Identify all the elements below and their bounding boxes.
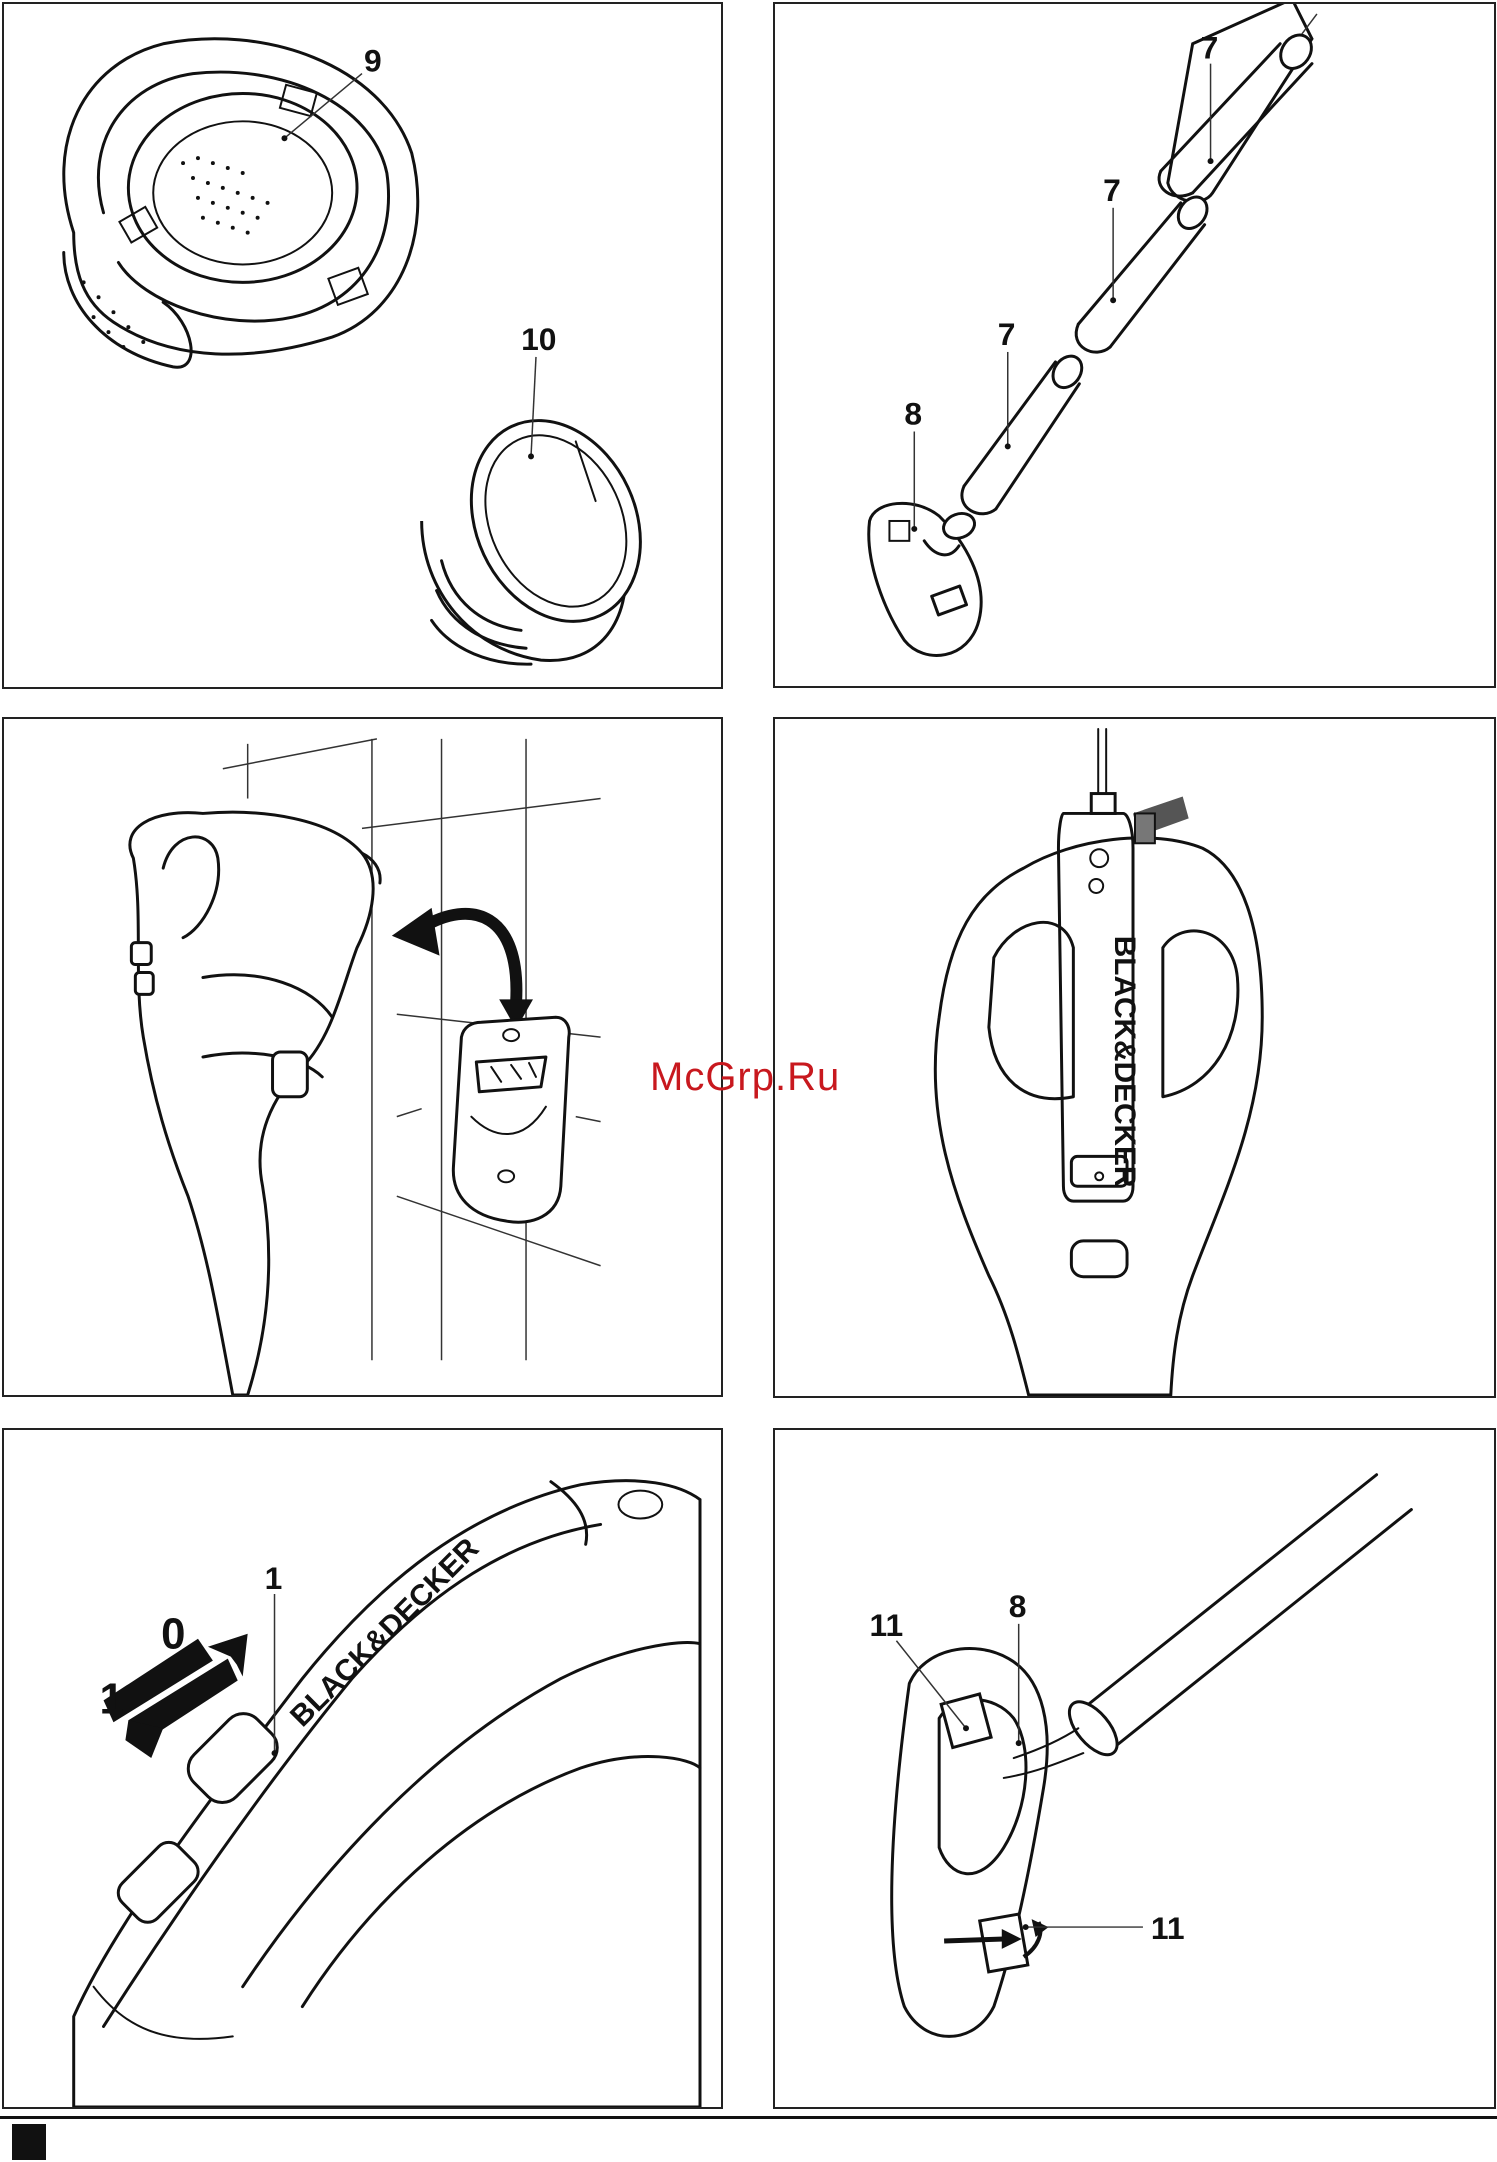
extension-tubes-illustration: 7 7 7 8 <box>775 4 1494 686</box>
label-11-top: 11 <box>870 1607 904 1643</box>
filter-ring <box>422 393 672 664</box>
nozzle <box>869 503 981 655</box>
footer-rule <box>0 2116 1497 2119</box>
switch-illustration: BLACK&DECKER 0 1 1 <box>4 1430 721 2107</box>
nozzle-release-illustration: 8 11 11 <box>775 1430 1494 2107</box>
label-11-bottom: 11 <box>1151 1910 1185 1946</box>
vacuum-side-view <box>130 812 380 1395</box>
filter-illustration: 9 10 <box>4 4 721 687</box>
brand-text-vertical: BLACK&DECKER <box>1108 936 1141 1188</box>
wall-bracket <box>453 1017 569 1222</box>
nozzle-housing <box>892 1649 1084 2037</box>
watermark: McGrp.Ru <box>650 1055 840 1100</box>
label-10: 10 <box>521 321 556 357</box>
label-8: 8 <box>904 396 922 432</box>
panel-wall-mount <box>2 717 723 1397</box>
mount-direction-arrow <box>392 908 533 1029</box>
label-1-switch: 1 <box>265 1560 283 1596</box>
label-7-low: 7 <box>998 316 1016 352</box>
tube-middle <box>1076 192 1213 353</box>
charging-illustration: BLACK&DECKER <box>775 719 1494 1396</box>
label-7-top: 7 <box>1201 30 1219 66</box>
panel-switch: BLACK&DECKER 0 1 1 <box>2 1428 723 2109</box>
extension-tube <box>1061 1475 1412 1763</box>
panel-nozzle-release: 8 11 11 <box>773 1428 1496 2109</box>
charger-plug <box>1133 797 1189 844</box>
label-1-position: 1 <box>100 1674 124 1723</box>
label-7-mid: 7 <box>1103 172 1121 208</box>
label-9: 9 <box>364 43 382 79</box>
label-0: 0 <box>161 1610 185 1659</box>
panel-extension-tubes: 7 7 7 8 <box>773 2 1496 688</box>
panel-filter-parts: 9 10 <box>2 2 723 689</box>
page-tab-marker <box>12 2124 46 2160</box>
tube-low <box>962 351 1088 514</box>
vacuum-closeup <box>74 1481 700 2107</box>
tube-top <box>1159 4 1318 202</box>
vacuum-front-view <box>935 813 1262 1395</box>
wall-mount-illustration <box>4 719 721 1395</box>
label-8: 8 <box>1009 1588 1027 1624</box>
panel-charging: BLACK&DECKER <box>773 717 1496 1398</box>
